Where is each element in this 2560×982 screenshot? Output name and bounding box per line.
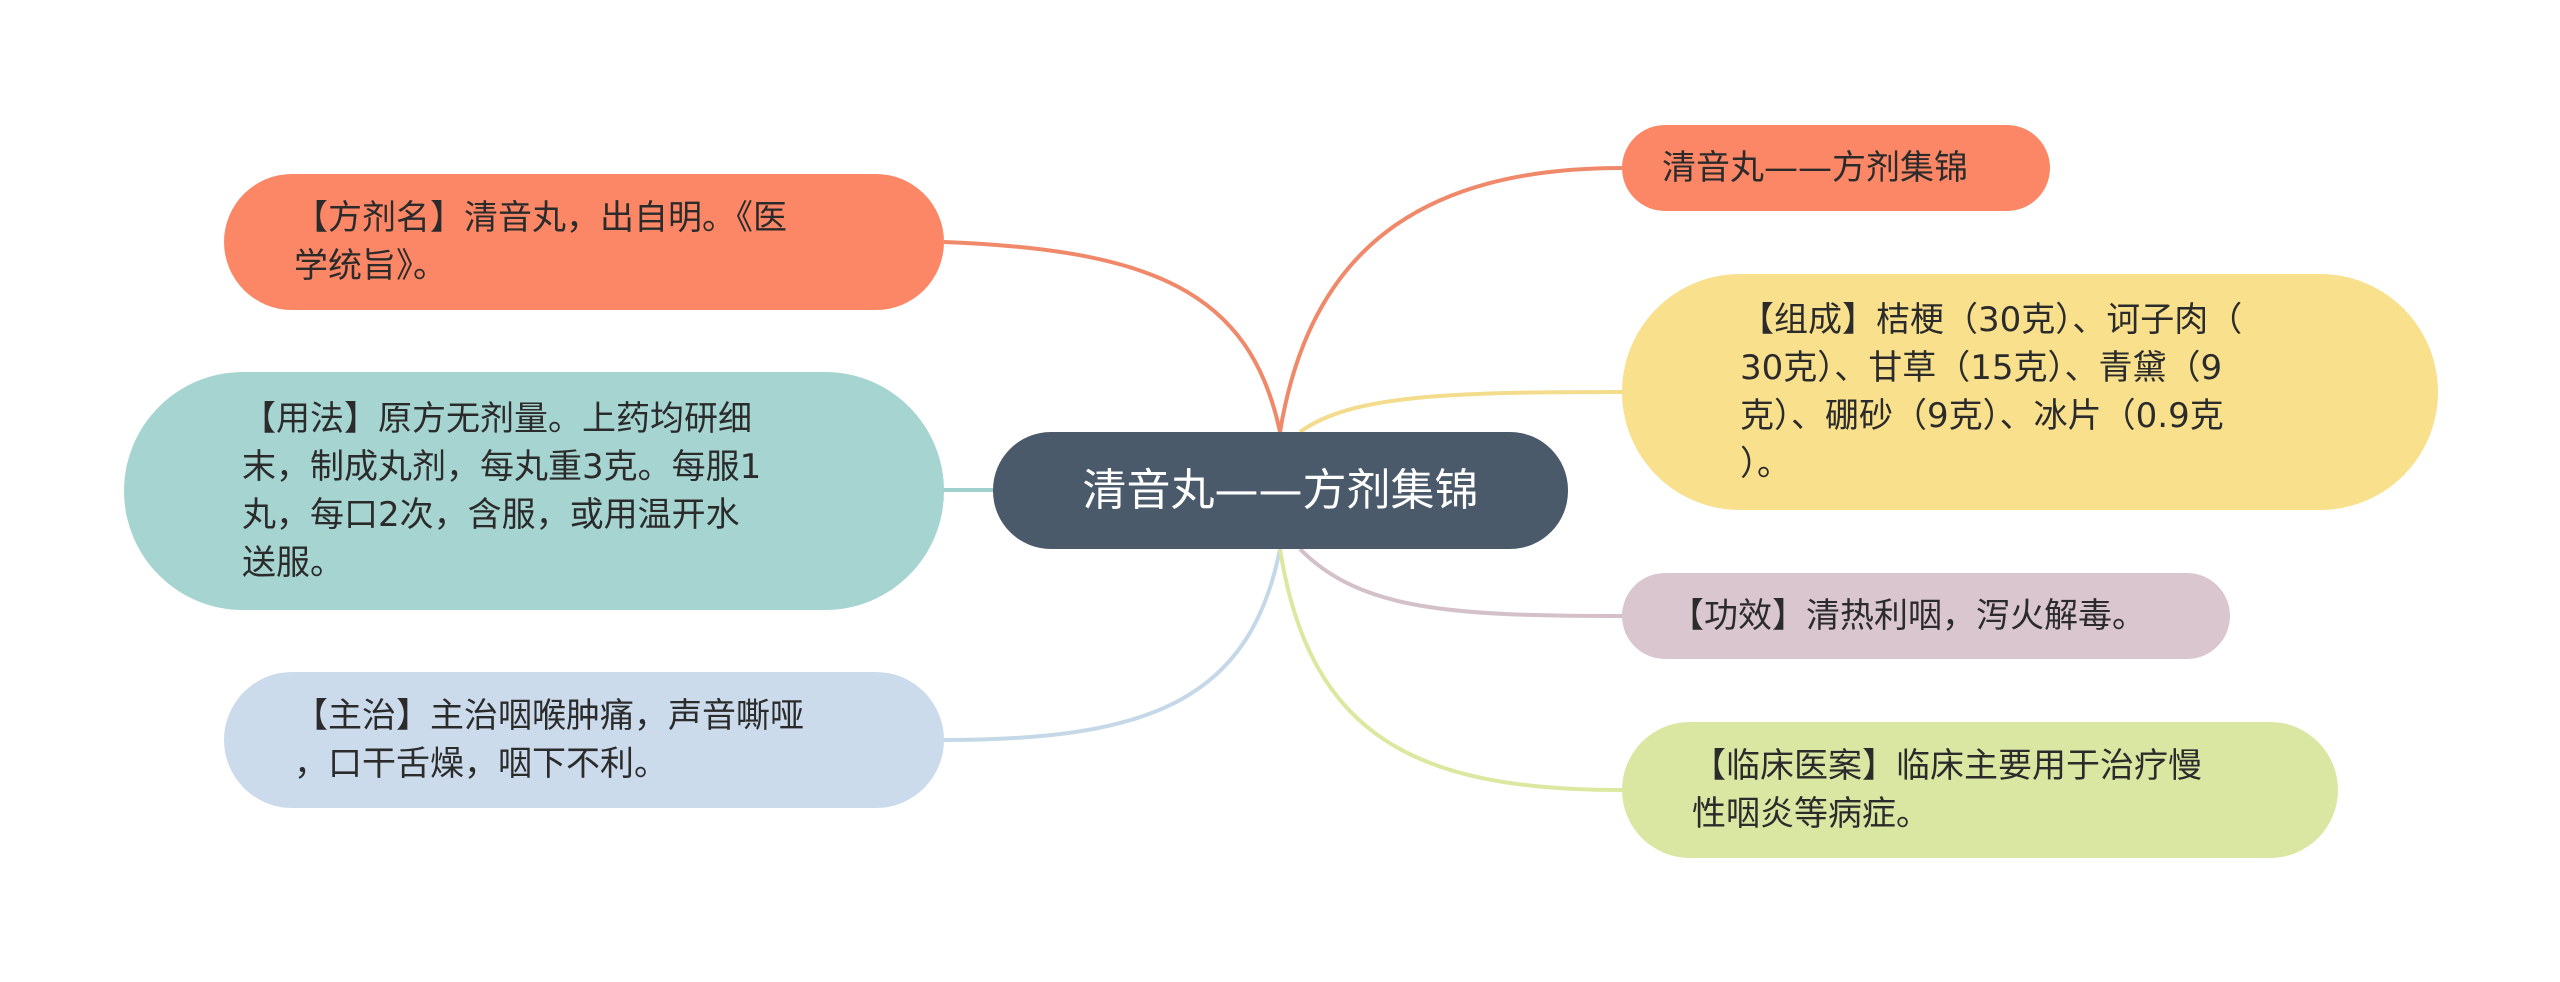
clinical-case-node[interactable]: 【临床医案】临床主要用于治疗慢 性咽炎等病症。 [1622,722,2338,858]
title-node[interactable]: 清音丸——方剂集锦 [1622,125,2050,211]
usage-text: 【用法】原方无剂量。上药均研细 末，制成丸剂，每丸重3克。每服1 丸，每口2次，… [242,399,762,583]
link-to-comp [1298,390,1623,434]
formula-name-node[interactable]: 【方剂名】清音丸，出自明。《医 学统旨》。 [224,174,944,310]
composition-node[interactable]: 【组成】桔梗（30克）、诃子肉（ 30克）、甘草（15克）、青黛（9 克）、硼砂… [1622,274,2438,510]
link-to-name [943,240,1282,433]
center-topic-node[interactable]: 清音丸——方剂集锦 [993,432,1568,549]
usage-node[interactable]: 【用法】原方无剂量。上药均研细 末，制成丸剂，每丸重3克。每服1 丸，每口2次，… [124,372,944,610]
link-to-treat [943,548,1282,742]
clinical-case-text: 【临床医案】临床主要用于治疗慢 性咽炎等病症。 [1692,746,2202,834]
link-to-effect [1298,547,1623,618]
efficacy-text: 【功效】清热利咽，泻火解毒。 [1670,596,2146,636]
link-to-title [1278,166,1623,433]
composition-text: 【组成】桔梗（30克）、诃子肉（ 30克）、甘草（15克）、青黛（9 克）、硼砂… [1740,300,2243,484]
indication-text: 【主治】主治咽喉肿痛，声音嘶哑 ，口干舌燥，咽下不利。 [294,696,804,784]
indication-node[interactable]: 【主治】主治咽喉肿痛，声音嘶哑 ，口干舌燥，咽下不利。 [224,672,944,808]
link-to-case [1278,548,1623,792]
efficacy-node[interactable]: 【功效】清热利咽，泻火解毒。 [1622,573,2230,659]
center-topic-label: 清音丸——方剂集锦 [1082,464,1479,516]
formula-name-text: 【方剂名】清音丸，出自明。《医 学统旨》。 [294,198,787,286]
title-text: 清音丸——方剂集锦 [1662,148,1968,188]
